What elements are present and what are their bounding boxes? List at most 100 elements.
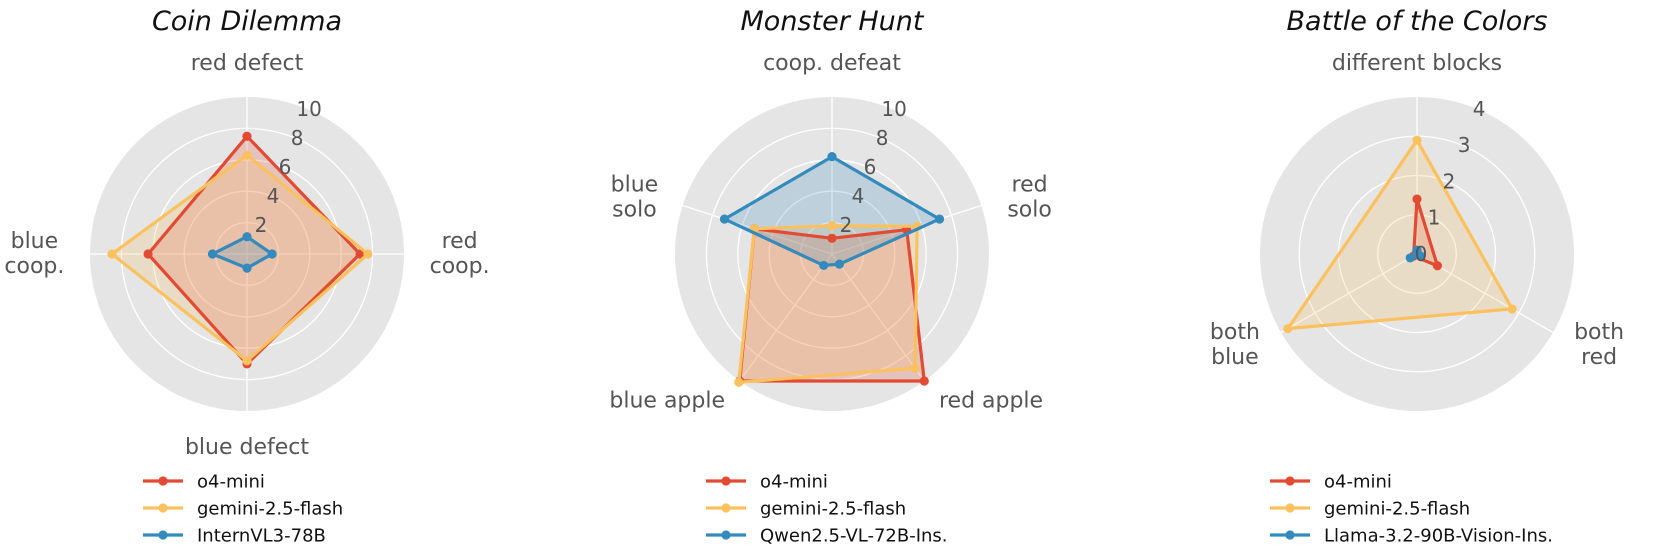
legend-swatch-marker <box>721 503 731 513</box>
series-line-gemini-2-5-flash <box>737 224 919 384</box>
radial-tick-label: 4 <box>267 184 280 208</box>
legend-entry-gemini-2-5-flash: gemini-2.5-flash <box>1270 499 1470 520</box>
axis-label-blue-solo: blue <box>611 173 659 198</box>
series-point-qwen2-5-vl-72b-ins <box>834 259 844 269</box>
radial-tick-label: 4 <box>852 184 865 208</box>
series-point-gemini-2-5-flash <box>1412 135 1422 145</box>
legend-entry-gemini-2-5-flash: gemini-2.5-flash <box>143 499 343 520</box>
radial-tick-label: 6 <box>279 155 292 179</box>
chart-title: Monster Hunt <box>741 6 925 37</box>
series-point-llama-3-2-90b-vision-ins <box>1415 251 1425 261</box>
grid-spoke <box>831 253 925 382</box>
series-point-gemini-2-5-flash <box>827 221 837 231</box>
legend-entry-o4-mini: o4-mini <box>1270 472 1392 493</box>
series-point-gemini-2-5-flash <box>1507 304 1517 314</box>
legend-label: gemini-2.5-flash <box>1324 499 1470 520</box>
radial-tick-label: 6 <box>864 155 877 179</box>
series-point-o4-mini <box>827 233 837 243</box>
grid-spoke <box>739 253 833 382</box>
legend-entry-internvl3-78b: InternVL3-78B <box>143 526 326 547</box>
legend-label: o4-mini <box>760 472 828 493</box>
axis-label-blue-defect: blue defect <box>185 435 309 460</box>
series-point-gemini-2-5-flash <box>910 363 920 373</box>
axis-label-red-solo: solo <box>1007 198 1052 223</box>
legend-entry-o4-mini: o4-mini <box>706 472 828 493</box>
series-area-gemini-2-5-flash <box>738 225 918 383</box>
axis-label-red-solo: red <box>1012 173 1048 198</box>
axis-label-red-defect: red defect <box>191 51 304 76</box>
series-point-internvl3-78b <box>207 249 218 259</box>
legend-entry-llama-3-2-90b-vision-ins: Llama-3.2-90B-Vision-Ins. <box>1270 526 1553 547</box>
legend-label: gemini-2.5-flash <box>197 499 343 520</box>
series-point-o4-mini <box>355 249 365 259</box>
axis-label-red-apple: red apple <box>939 388 1043 413</box>
legend-swatch-marker <box>1285 530 1295 540</box>
legend-swatch-marker <box>1285 503 1295 513</box>
series-point-gemini-2-5-flash <box>734 377 744 387</box>
series-point-qwen2-5-vl-72b-ins <box>934 214 945 224</box>
chart-title: Battle of the Colors <box>1287 6 1548 37</box>
series-point-gemini-2-5-flash <box>1283 323 1293 334</box>
axis-label-coop-defeat: coop. defeat <box>763 51 901 76</box>
series-area-o4-mini <box>739 228 925 381</box>
series-point-gemini-2-5-flash <box>363 249 373 259</box>
legend-swatch-marker <box>158 476 168 486</box>
chart-title: Coin Dilemma <box>152 6 342 37</box>
radial-tick-label: 3 <box>1458 133 1471 157</box>
series-point-o4-mini <box>242 131 252 141</box>
axis-label-both-red: red <box>1581 345 1617 370</box>
series-point-internvl3-78b <box>242 232 252 242</box>
legend-swatch-marker <box>158 503 168 513</box>
radial-tick-label: 2 <box>255 213 268 237</box>
radial-tick-label: 2 <box>840 213 853 237</box>
legend-swatch-marker <box>1285 476 1295 486</box>
legend-label: Qwen2.5-VL-72B-Ins. <box>760 526 948 547</box>
series-point-qwen2-5-vl-72b-ins <box>819 260 829 271</box>
legend-label: InternVL3-78B <box>197 526 326 547</box>
radial-tick-label: 8 <box>876 126 889 150</box>
axis-label-both-red: both <box>1574 320 1624 345</box>
axis-label-blue-apple: blue apple <box>609 388 725 413</box>
series-point-internvl3-78b <box>267 249 277 259</box>
series-line-o4-mini <box>1411 197 1440 268</box>
radial-tick-label: 1 <box>1428 206 1441 230</box>
legend-label: o4-mini <box>197 472 265 493</box>
radial-tick-label: 2 <box>1443 169 1456 193</box>
radial-tick-label: 10 <box>881 97 906 121</box>
legend-entry-o4-mini: o4-mini <box>143 472 265 493</box>
series-area-qwen2-5-vl-72b-ins <box>724 156 940 266</box>
legend-swatch-marker <box>721 476 731 486</box>
series-line-qwen2-5-vl-72b-ins <box>722 155 942 267</box>
series-point-o4-mini <box>1412 194 1422 204</box>
legend-label: Llama-3.2-90B-Vision-Ins. <box>1324 526 1553 547</box>
axis-label-blue-solo: solo <box>612 198 657 223</box>
radial-tick-label: 0 <box>1415 242 1428 266</box>
legend-label: gemini-2.5-flash <box>760 499 906 520</box>
series-point-gemini-2-5-flash <box>107 249 117 259</box>
legend-entry-qwen2-5-vl-72b-ins: Qwen2.5-VL-72B-Ins. <box>706 526 948 547</box>
legend-entry-gemini-2-5-flash: gemini-2.5-flash <box>706 499 906 520</box>
axis-label-red-coop: red <box>442 229 478 254</box>
radial-tick-label: 10 <box>296 97 321 121</box>
series-point-llama-3-2-90b-vision-ins <box>1405 253 1415 263</box>
series-area-gemini-2-5-flash <box>1287 140 1513 329</box>
series-line-o4-mini <box>738 227 926 383</box>
axis-label-both-blue: both <box>1210 320 1260 345</box>
legend-swatch-marker <box>158 530 168 540</box>
legend-swatch-marker <box>721 530 731 540</box>
radial-tick-label: 4 <box>1473 97 1486 121</box>
series-point-o4-mini <box>143 249 153 259</box>
series-point-gemini-2-5-flash <box>242 150 252 160</box>
axis-label-red-coop: coop. <box>430 254 490 279</box>
axis-label-blue-coop: blue <box>11 229 59 254</box>
series-point-qwen2-5-vl-72b-ins <box>827 152 837 162</box>
series-point-o4-mini <box>919 376 929 386</box>
axis-label-blue-coop: coop. <box>4 254 64 279</box>
radial-tick-label: 8 <box>291 126 304 150</box>
series-point-o4-mini <box>1432 261 1442 271</box>
series-point-gemini-2-5-flash <box>242 356 252 366</box>
